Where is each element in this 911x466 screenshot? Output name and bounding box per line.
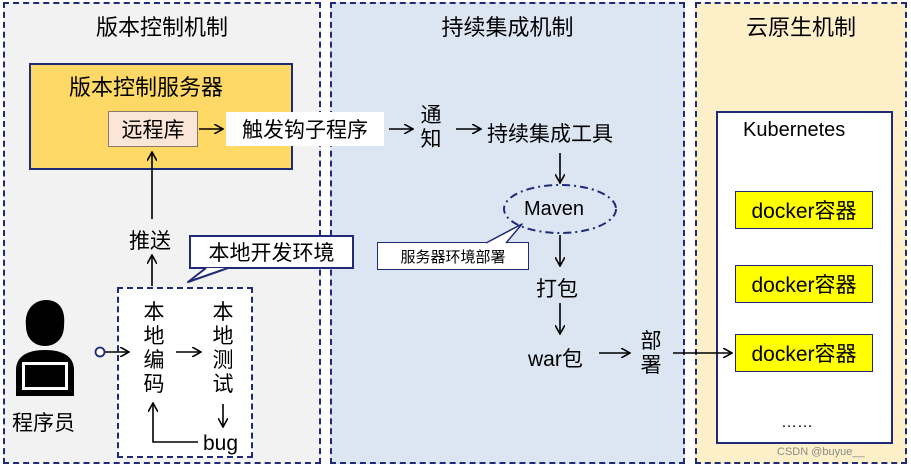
ci-tool-label: 持续集成工具 — [487, 123, 613, 146]
ci-panel: 持续集成机制 — [330, 2, 685, 464]
notify-label: 通知 — [420, 104, 442, 151]
server-env-label: 服务器环境部署 — [400, 248, 506, 266]
maven-label: Maven — [524, 198, 585, 220]
kubernetes-label: Kubernetes — [743, 119, 846, 141]
docker-container-2-label: docker容器 — [751, 274, 857, 297]
trigger-hook-label: 触发钩子程序 — [242, 119, 368, 142]
docker-container-2: docker容器 — [735, 265, 873, 303]
remote-repo-label: 远程库 — [121, 119, 185, 142]
vcs-panel-title: 版本控制机制 — [95, 15, 228, 40]
remote-repo-box: 远程库 — [108, 111, 198, 147]
docker-container-1: docker容器 — [735, 191, 873, 229]
docker-container-1-label: docker容器 — [751, 200, 857, 223]
server-env-callout: 服务器环境部署 — [377, 242, 529, 270]
war-label: war包 — [528, 348, 583, 371]
local-testing-label: 本地测试 — [212, 301, 234, 396]
trigger-hook-box: 触发钩子程序 — [226, 112, 384, 146]
bug-label: bug — [203, 432, 239, 455]
deploy-label: 部署 — [640, 330, 662, 377]
local-coding-label: 本地编码 — [143, 301, 165, 396]
docker-container-3-label: docker容器 — [751, 343, 857, 366]
package-label: 打包 — [536, 278, 578, 301]
ellipsis-label: …… — [781, 414, 813, 431]
local-env-label: 本地开发环境 — [208, 242, 335, 265]
programmer-label: 程序员 — [12, 412, 75, 435]
vcs-server-title: 版本控制服务器 — [69, 75, 224, 100]
programmer-icon — [16, 300, 74, 396]
push-label: 推送 — [129, 230, 171, 253]
ci-panel-title: 持续集成机制 — [441, 15, 574, 40]
watermark: CSDN @buyue__ — [777, 446, 865, 458]
docker-container-3: docker容器 — [735, 334, 873, 372]
local-env-callout: 本地开发环境 — [189, 235, 354, 269]
cloud-panel-title: 云原生机制 — [745, 15, 856, 40]
